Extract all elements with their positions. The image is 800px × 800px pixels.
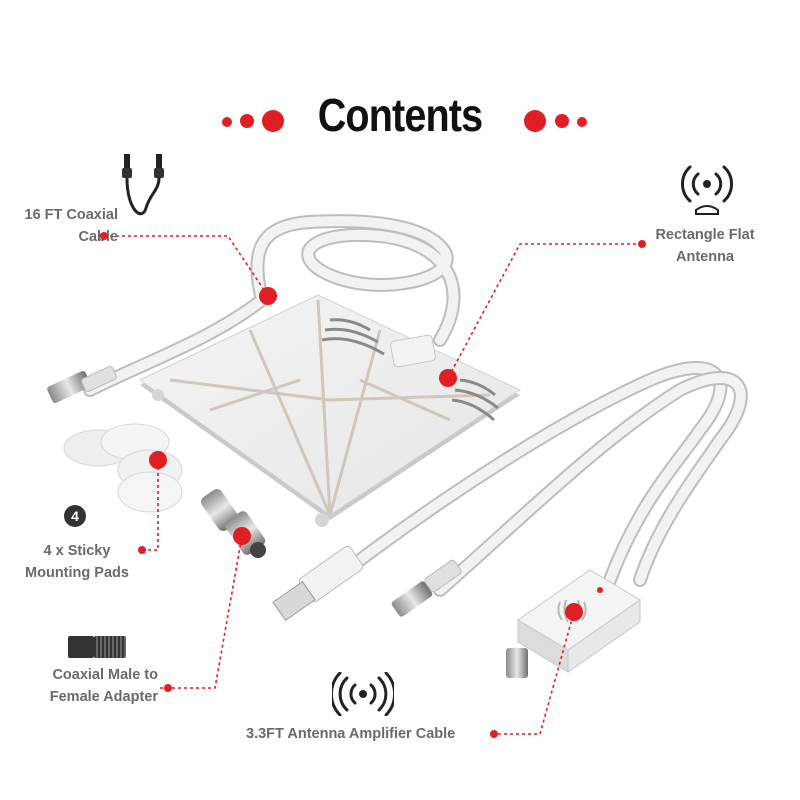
dot-flat-antenna [638, 240, 646, 248]
label-sticky-pads: 4 x Sticky Mounting Pads [18, 540, 136, 584]
label-sticky-pads-line2: Mounting Pads [25, 565, 129, 581]
broadcast-signal-icon [332, 672, 394, 716]
label-flat-antenna-line1: Rectangle Flat [655, 227, 755, 243]
label-adapter-line2: Female Adapter [49, 689, 158, 705]
label-coaxial-cable: 16 FT Coaxial Cable [0, 204, 118, 248]
usb-plug [272, 545, 364, 622]
flat-antenna-panel [139, 294, 522, 527]
pads-count-badge: 4 [64, 505, 86, 527]
signal-tower-icon [680, 165, 734, 215]
page-title: Contents [317, 89, 483, 141]
f-connector-amp [391, 559, 462, 617]
dot-amplifier-cable [490, 730, 498, 738]
label-amplifier-cable: 3.3FT Antenna Amplifier Cable [246, 726, 456, 742]
callout-lines [104, 235, 642, 735]
dot-adapter [164, 684, 172, 692]
adapter-icon [68, 636, 126, 658]
label-coaxial-cable-line2: Cable [78, 229, 119, 245]
dot-coaxial-cable [100, 232, 108, 240]
coaxial-cable-icon [122, 154, 164, 216]
amplifier-box [506, 569, 641, 678]
coaxial-adapter [201, 489, 266, 558]
callout-dots [149, 287, 583, 621]
f-connector-left [47, 365, 117, 404]
label-adapter-line1: Coaxial Male to [52, 667, 158, 683]
dot-sticky-pads [138, 546, 146, 554]
sticky-pads [63, 423, 183, 513]
label-coaxial-cable-line1: 16 FT Coaxial [24, 207, 118, 223]
label-adapter: Coaxial Male to Female Adapter [20, 664, 158, 708]
label-flat-antenna: Rectangle Flat Antenna [640, 224, 770, 268]
label-sticky-pads-line1: 4 x Sticky [43, 543, 111, 559]
label-flat-antenna-line2: Antenna [676, 249, 734, 265]
amplifier-cable [353, 361, 748, 597]
